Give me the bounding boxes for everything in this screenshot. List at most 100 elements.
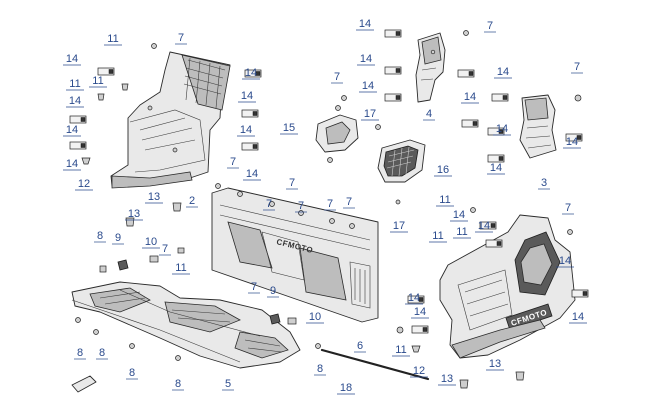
callout-number: 7	[289, 177, 295, 189]
callout-number: 7	[162, 243, 168, 255]
part-fittings	[99, 247, 297, 325]
callout-7: 7	[227, 156, 239, 169]
callout-8: 8	[126, 367, 138, 380]
callout-number: 7	[565, 202, 571, 214]
callout-number: 14	[246, 168, 258, 180]
callout-11: 11	[104, 33, 122, 46]
callout-14: 14	[63, 124, 81, 137]
callout-11: 11	[436, 194, 454, 207]
callout-14: 14	[569, 311, 587, 324]
callout-14: 14	[238, 90, 256, 103]
callout-number: 8	[99, 347, 105, 359]
callout-7: 7	[331, 71, 343, 84]
callout-number: 7	[487, 20, 493, 32]
callout-number: 11	[395, 344, 406, 356]
callout-7: 7	[263, 198, 275, 211]
callout-number: 16	[437, 164, 449, 176]
callout-7: 7	[484, 20, 496, 33]
callout-number: 5	[225, 378, 231, 390]
callout-number: 7	[251, 281, 257, 293]
callout-number: 17	[364, 108, 376, 120]
callout-number: 13	[148, 191, 160, 203]
callout-14: 14	[487, 162, 505, 175]
callout-8: 8	[314, 363, 326, 376]
callout-number: 11	[175, 262, 186, 274]
callout-14: 14	[475, 220, 493, 233]
callout-number: 11	[432, 230, 443, 242]
callout-14: 14	[237, 124, 255, 137]
callout-11: 11	[429, 230, 447, 243]
part-upper-bracket	[415, 32, 446, 103]
clips	[69, 29, 589, 334]
callout-number: 7	[327, 198, 333, 210]
callout-7: 7	[562, 202, 574, 215]
callout-number: 3	[541, 177, 547, 189]
callout-number: 14	[360, 53, 372, 65]
callout-14: 14	[411, 306, 429, 319]
callout-8: 8	[172, 378, 184, 391]
callout-number: 14	[408, 292, 420, 304]
callout-15: 15	[280, 122, 298, 135]
callout-number: 14	[453, 209, 465, 221]
callout-number: 4	[426, 108, 432, 120]
callout-number: 14	[69, 95, 81, 107]
part-small-cover	[315, 95, 359, 163]
callout-number: 8	[77, 347, 83, 359]
callout-4: 4	[423, 108, 435, 121]
callout-number: 18	[340, 382, 352, 394]
callout-number: 13	[489, 358, 501, 370]
parts-layer: CFMOTO CFMOTO	[69, 29, 589, 393]
part-right-side-panel: CFMOTO	[439, 207, 576, 359]
callout-12: 12	[410, 365, 428, 378]
callout-11: 11	[89, 75, 107, 88]
callout-number: 7	[298, 200, 304, 212]
callout-number: 6	[357, 340, 363, 352]
part-center-partition: CFMOTO	[211, 183, 404, 334]
part-right-rear-bracket	[519, 94, 582, 159]
callout-14: 14	[63, 53, 81, 66]
callout-7: 7	[286, 177, 298, 190]
callout-14: 14	[461, 91, 479, 104]
callout-11: 11	[453, 226, 471, 239]
callout-11: 11	[392, 344, 410, 357]
callout-14: 14	[494, 66, 512, 79]
callout-number: 7	[178, 32, 184, 44]
callout-number: 11	[92, 75, 103, 87]
callout-14: 14	[356, 18, 374, 31]
part-floor-skid-plate	[71, 281, 321, 369]
callout-14: 14	[242, 67, 260, 80]
callout-number: 7	[230, 156, 236, 168]
callout-number: 12	[78, 178, 90, 190]
callout-7: 7	[343, 196, 355, 209]
callout-13: 13	[125, 208, 143, 221]
callout-number: 17	[393, 220, 405, 232]
callout-number: 11	[439, 194, 450, 206]
callout-8: 8	[94, 230, 106, 243]
callout-7: 7	[159, 243, 171, 256]
callout-12: 12	[75, 178, 93, 191]
callout-number: 14	[359, 18, 371, 30]
callout-9: 9	[112, 232, 124, 245]
callout-14: 14	[243, 168, 261, 181]
callout-number: 14	[66, 158, 78, 170]
callout-number: 14	[572, 311, 584, 323]
callout-13: 13	[438, 373, 456, 386]
callout-number: 15	[283, 122, 295, 134]
callout-number: 14	[66, 124, 78, 136]
callout-2: 2	[186, 195, 198, 208]
callout-number: 14	[496, 123, 508, 135]
callout-14: 14	[450, 209, 468, 222]
callout-14: 14	[66, 95, 84, 108]
callout-14: 14	[493, 123, 511, 136]
callout-6: 6	[354, 340, 366, 353]
callout-number: 2	[189, 195, 195, 207]
callout-number: 14	[478, 220, 490, 232]
callout-number: 14	[240, 124, 252, 136]
callout-14: 14	[359, 80, 377, 93]
callout-14: 14	[63, 158, 81, 171]
callout-7: 7	[248, 281, 260, 294]
callout-14: 14	[405, 292, 423, 305]
callout-7: 7	[175, 32, 187, 45]
